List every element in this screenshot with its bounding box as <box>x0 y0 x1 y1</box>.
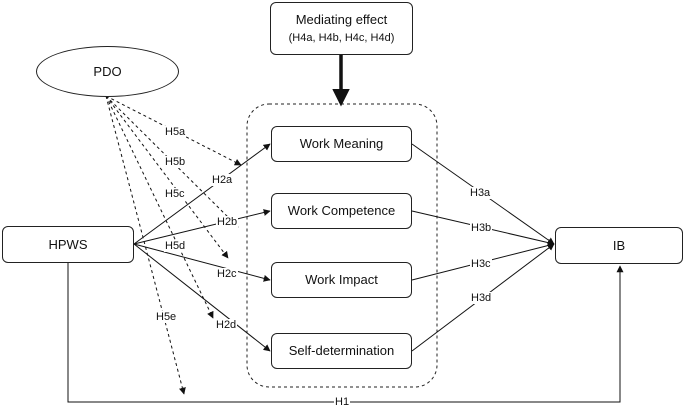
path-label-h2c: H2c <box>216 268 238 280</box>
path-label-h5c: H5c <box>164 188 186 200</box>
path-label-h2d: H2d <box>215 319 238 331</box>
ib-node: IB <box>555 227 683 264</box>
self-determination-node: Self-determination <box>271 333 412 369</box>
path-label-h5e: H5e <box>155 311 178 323</box>
arrow-h2a <box>133 143 271 245</box>
path-label-h3d: H3d <box>470 292 493 304</box>
work-meaning-node: Work Meaning <box>271 126 412 162</box>
path-label-h2b: H2b <box>216 216 239 228</box>
hpws-label: HPWS <box>48 236 88 252</box>
path-label-h5d: H5d <box>164 240 187 252</box>
ib-label: IB <box>612 237 626 253</box>
path-label-h5b: H5b <box>164 156 187 168</box>
path-label-h2a: H2a <box>211 174 234 186</box>
mediating-effect-title: Mediating effect <box>295 12 388 27</box>
arrow-h5a <box>105 95 242 166</box>
pdo-label: PDO <box>93 63 122 79</box>
work-meaning-label: Work Meaning <box>299 136 384 151</box>
mediating-effect-subtitle: (H4a, H4b, H4c, H4d) <box>288 32 395 44</box>
path-label-h3a: H3a <box>469 187 492 199</box>
self-determination-label: Self-determination <box>288 343 395 358</box>
path-label-h3c: H3c <box>470 258 492 270</box>
arrow-h2d <box>133 243 271 352</box>
hpws-node: HPWS <box>2 226 134 263</box>
work-competence-node: Work Competence <box>271 193 412 229</box>
path-label-h1: H1 <box>334 396 351 408</box>
work-impact-label: Work Impact <box>305 272 378 287</box>
work-impact-node: Work Impact <box>271 262 412 298</box>
work-competence-label: Work Competence <box>287 203 396 218</box>
pdo-node: PDO <box>36 46 179 97</box>
mediating-effect-box: Mediating effect (H4a, H4b, H4c, H4d) <box>270 2 413 55</box>
arrow-h2c <box>133 243 271 282</box>
path-label-h5a: H5a <box>164 126 187 138</box>
path-label-h3b: H3b <box>470 222 493 234</box>
arrow-h5d <box>105 95 214 319</box>
arrow-h2b <box>133 209 271 245</box>
arrow-h5c <box>105 95 229 259</box>
